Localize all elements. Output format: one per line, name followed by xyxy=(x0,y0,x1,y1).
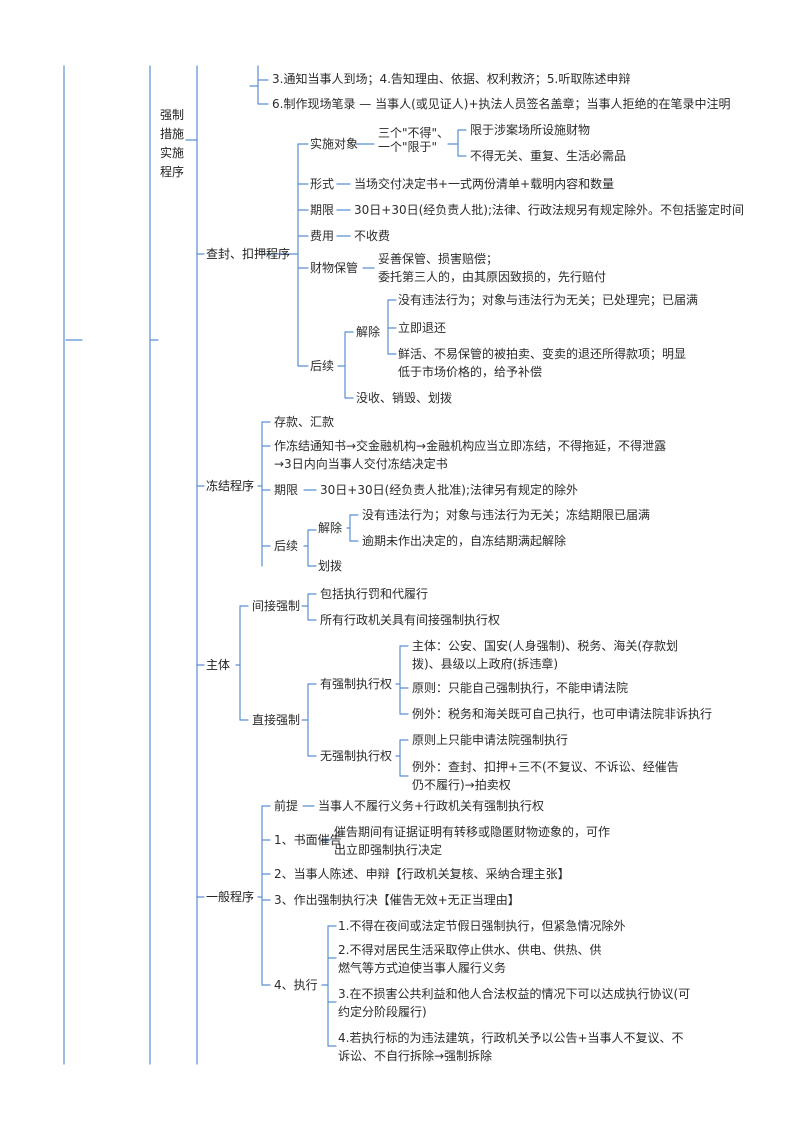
node-ssdx: 实施对象 xyxy=(310,137,359,151)
node-xs-v: 当场交付决定书+一式两份清单+载明内容和数量 xyxy=(354,177,615,191)
node-y2: 原则：只能自己强制执行，不能申请法院 xyxy=(412,681,629,695)
node-djcx: 冻结程序 xyxy=(206,479,255,493)
node-zc: 3、作出强制执行决【催告无效+无正当理由】 xyxy=(274,893,520,907)
node-l2: 6.制作现场笔录 — 当事人(或见证人)+执法人员签名盖章；当事人拒绝的在笔录中… xyxy=(272,97,731,111)
node-w2: 例外：查封、扣押+三不(不复议、不诉讼、经催告仍不履行)→拍卖权 xyxy=(412,760,679,792)
node-zx4: 4.若执行标的为违法建筑，行政机关予以公告+当事人不复议、不诉讼、不自行拆除→强… xyxy=(338,1031,684,1063)
node-jj1: 包括执行罚和代履行 xyxy=(320,587,429,601)
node-w1: 原则上只能申请法院强制执行 xyxy=(412,733,569,747)
node-zjqz: 直接强制 xyxy=(252,713,301,727)
node-djc2: 逾期未作出决定的，自冻结期满起解除 xyxy=(362,534,567,548)
node-qt: 前提 xyxy=(274,799,299,813)
node-xs: 形式 xyxy=(310,177,335,191)
node-cfkk: 查封、扣押程序 xyxy=(206,247,291,261)
node-zt: 主体 xyxy=(206,658,231,672)
node-sgbd: 三个"不得"、 一个"限于" xyxy=(378,126,450,154)
node-cwbg-v: 妥善保管、损害赔偿； 委托第三人的，由其原因致损的，先行赔付 xyxy=(378,252,607,284)
node-ybcx: 一般程序 xyxy=(206,890,255,904)
node-smcg-v: 催告期间有证据证明有转移或隐匿财物迹象的，可作出立即强制执行决定 xyxy=(334,825,611,857)
node-qx: 期限 xyxy=(310,203,335,217)
node-jjqz: 间接强制 xyxy=(252,599,301,613)
node-qx-v: 30日+30日(经负责人批);法律、行政法规另有规定除外。不包括鉴定时间 xyxy=(354,203,745,217)
node-cwbg: 财物保管 xyxy=(310,261,359,275)
node-ms: 没收、销毁、划拨 xyxy=(356,391,453,405)
node-fy: 费用 xyxy=(310,229,335,243)
node-zx1: 1.不得在夜间或法定节假日强制执行，但紧急情况除外 xyxy=(338,919,626,933)
node-dqx: 期限 xyxy=(274,483,299,497)
node-hb: 划拨 xyxy=(318,559,343,573)
node-jc3: 鲜活、不易保管的被拍卖、变卖的退还所得款项；明显低于市场价格的，给予补偿 xyxy=(398,347,687,379)
node-qt-v: 当事人不履行义务+行政机关有强制执行权 xyxy=(318,799,545,813)
node-ck: 存款、汇款 xyxy=(274,415,335,429)
node-qzcs: 强制措施实施程序 xyxy=(160,108,185,179)
node-djc: 解除 xyxy=(318,521,343,535)
node-jc: 解除 xyxy=(356,325,381,339)
node-jj2: 所有行政机关具有间接强制执行权 xyxy=(320,613,501,627)
node-fy-v: 不收费 xyxy=(354,229,391,243)
node-dhx: 后续 xyxy=(274,539,299,553)
node-y3: 例外：税务和海关既可自己执行，也可申请法院非诉执行 xyxy=(412,707,713,721)
node-zx2: 2.不得对居民生活采取停止供水、供电、供热、供燃气等方式迫使当事人履行义务 xyxy=(338,943,602,975)
node-djc1: 没有违法行为；对象与违法行为无关；冻结期限已届满 xyxy=(362,508,651,522)
node-y1: 主体：公安、国安(人身强制)、税务、海关(存款划拨)、县级以上政府(拆违章) xyxy=(412,639,679,671)
node-jc2: 立即退还 xyxy=(398,321,447,335)
node-hx: 后续 xyxy=(310,359,335,373)
node-jc1: 没有违法行为；对象与违法行为无关；已处理完；已届满 xyxy=(398,293,699,307)
node-zx3: 3.在不损害公共利益和他人合法权益的情况下可以达成执行协议(可约定分阶段履行) xyxy=(338,987,691,1019)
node-zdj: 作冻结通知书→交金融机构→金融机构应当立即冻结，不得拖延，不得泄露 →3日内向当… xyxy=(274,439,667,471)
node-xy: 限于涉案场所设施财物 xyxy=(470,123,591,137)
node-bd: 不得无关、重复、生活必需品 xyxy=(470,149,627,163)
node-dqx-v: 30日+30日(经负责人批准);法律另有规定的除外 xyxy=(320,483,579,497)
node-yqz: 有强制执行权 xyxy=(320,677,393,691)
node-zx: 4、执行 xyxy=(274,978,318,992)
node-smcg: 1、书面催告 xyxy=(274,833,342,847)
node-wqz: 无强制执行权 xyxy=(320,749,393,763)
node-l1: 3.通知当事人到场；4.告知理由、依据、权利救济；5.听取陈述申辩 xyxy=(272,72,631,86)
node-csr: 2、当事人陈述、申辩【行政机关复核、采纳合理主张】 xyxy=(274,867,570,881)
